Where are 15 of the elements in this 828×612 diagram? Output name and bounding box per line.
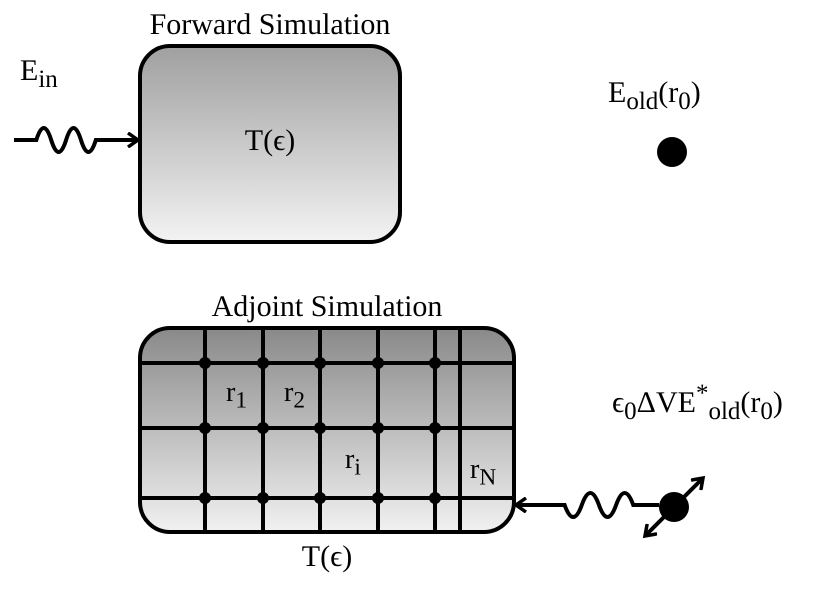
point-label: r$_{i}$	[345, 445, 361, 482]
box-label: T(ϵ)	[244, 124, 296, 157]
heading: Adjoint Simulation	[212, 290, 442, 323]
heading: Forward Simulation	[150, 8, 390, 41]
wavy-arrow	[14, 126, 140, 154]
point-label: r$_{N}$	[470, 455, 496, 492]
dot	[659, 492, 689, 522]
point-label: r$_{2}$	[284, 378, 305, 414]
point-label: E$_{old}$(r$_{0}$)	[608, 76, 701, 116]
dot	[657, 137, 687, 167]
edge-label: E$_{in}$	[20, 54, 58, 94]
wavy-arrow	[514, 491, 659, 519]
point-label: r$_{1}$	[226, 378, 247, 414]
point-label: ϵ$_{0}$ΔVE$^{*}$$_{old}$(r$_{0}$)	[612, 380, 783, 426]
box-label: T(ϵ)	[302, 540, 352, 573]
